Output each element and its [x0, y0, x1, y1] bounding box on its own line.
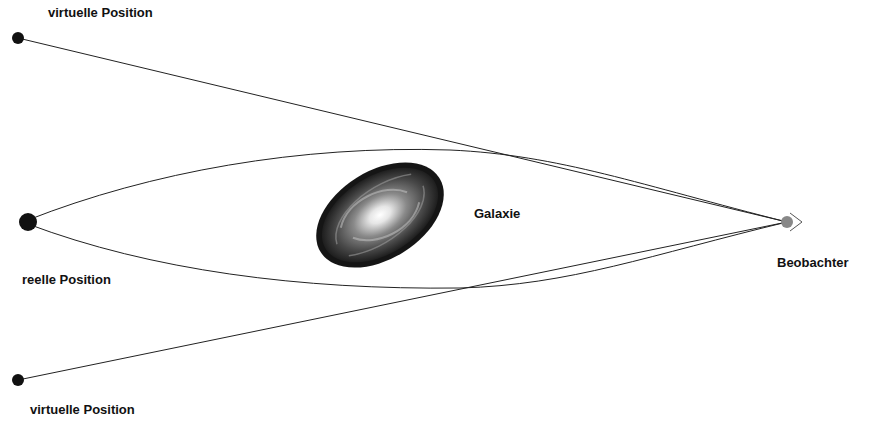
- position-label: virtuelle Position: [30, 402, 135, 418]
- observer-chevron: [790, 213, 802, 231]
- observer-dot: [781, 216, 793, 228]
- observer-label: Beobachter: [777, 255, 849, 271]
- virtual-position-dot: [12, 32, 24, 44]
- galaxy-label: Galaxie: [474, 206, 520, 222]
- virtual-position-dot: [12, 374, 24, 386]
- galaxy-picture: [297, 141, 462, 290]
- real-position-dot: [19, 213, 37, 231]
- position-label: virtuelle Position: [48, 5, 153, 21]
- position-label: reelle Position: [22, 272, 111, 288]
